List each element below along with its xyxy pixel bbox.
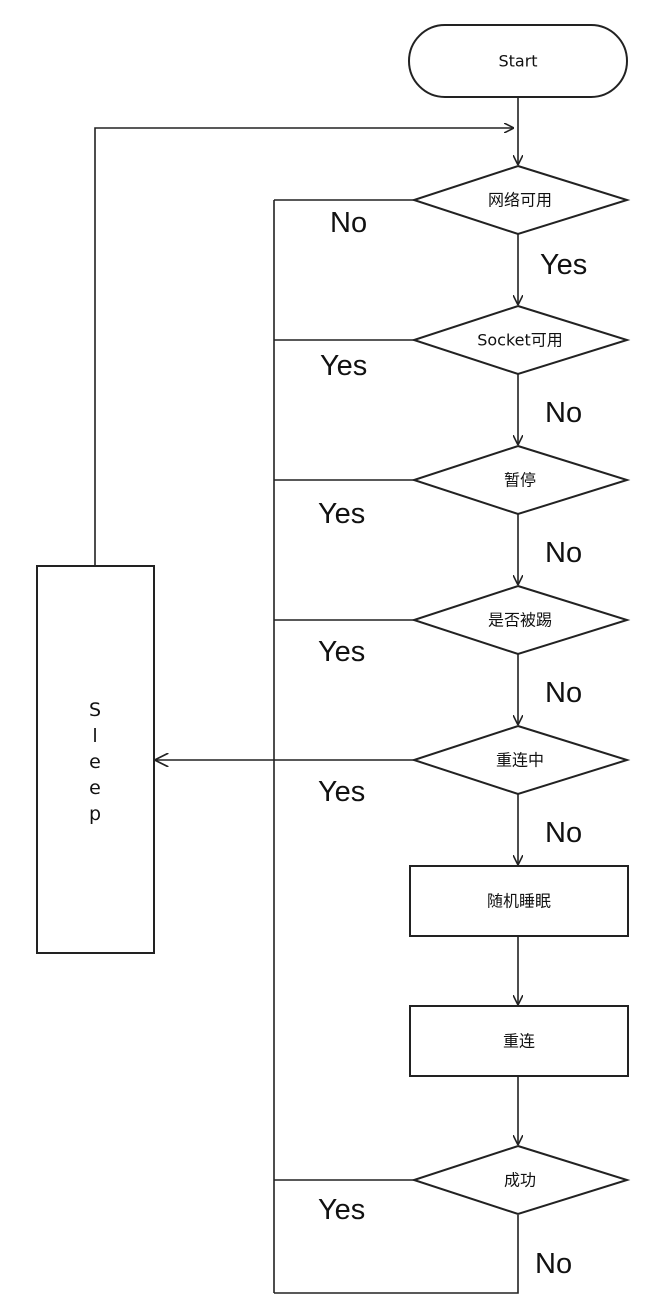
socket-decision — [410, 304, 631, 376]
kicked-decision — [410, 584, 631, 656]
label-reconnecting-no: No — [545, 817, 582, 849]
sleep-letter: e — [89, 777, 101, 799]
node-network: 网络可用 — [410, 164, 631, 236]
label-kicked-no: No — [545, 677, 582, 709]
socket-label: Socket可用 — [477, 331, 563, 350]
sleep-box — [36, 565, 155, 954]
pause-decision — [410, 444, 631, 516]
pause-label: 暂停 — [504, 471, 536, 490]
sleep-letter: p — [89, 803, 101, 825]
reconnect-label: 重连 — [503, 1032, 535, 1051]
start-terminal — [408, 24, 628, 98]
reconnect-box — [409, 1005, 629, 1077]
node-reconnect: 重连 — [409, 1005, 629, 1077]
start-label: Start — [498, 52, 537, 71]
node-kicked: 是否被踢 — [410, 584, 631, 656]
label-pause-yes: Yes — [318, 498, 365, 530]
label-socket-yes: Yes — [320, 350, 367, 382]
reconnecting-decision — [410, 724, 631, 796]
label-reconnecting-yes: Yes — [318, 776, 365, 808]
edge-sleep-to-top — [94, 128, 513, 565]
sleep-letter: S — [89, 699, 101, 721]
edge-labels: No Yes Yes No Yes No Yes No Yes No Yes N… — [318, 207, 587, 1280]
label-kicked-yes: Yes — [318, 636, 365, 668]
node-pause: 暂停 — [410, 444, 631, 516]
edge-success-no — [274, 1215, 519, 1294]
sleep-letter: e — [89, 751, 101, 773]
network-label: 网络可用 — [488, 191, 552, 210]
kicked-label: 是否被踢 — [488, 611, 552, 630]
label-success-yes: Yes — [318, 1194, 365, 1226]
label-pause-no: No — [545, 537, 582, 569]
label-network-no: No — [330, 207, 367, 239]
label-socket-no: No — [545, 397, 582, 429]
success-label: 成功 — [504, 1171, 536, 1190]
node-socket: Socket可用 — [410, 304, 631, 376]
node-random-sleep: 随机睡眠 — [409, 865, 629, 937]
node-sleep: S l e e p — [36, 565, 155, 954]
label-network-yes: Yes — [540, 249, 587, 281]
success-decision — [410, 1144, 631, 1216]
sleep-letter: l — [92, 725, 97, 747]
node-reconnecting: 重连中 — [410, 724, 631, 796]
random-sleep-label: 随机睡眠 — [487, 892, 551, 911]
node-start: Start — [408, 24, 628, 98]
random-sleep-box — [409, 865, 629, 937]
label-success-no: No — [535, 1248, 572, 1280]
node-success: 成功 — [410, 1144, 631, 1216]
network-decision — [410, 164, 631, 236]
edges — [94, 97, 519, 1294]
reconnecting-label: 重连中 — [496, 751, 544, 770]
